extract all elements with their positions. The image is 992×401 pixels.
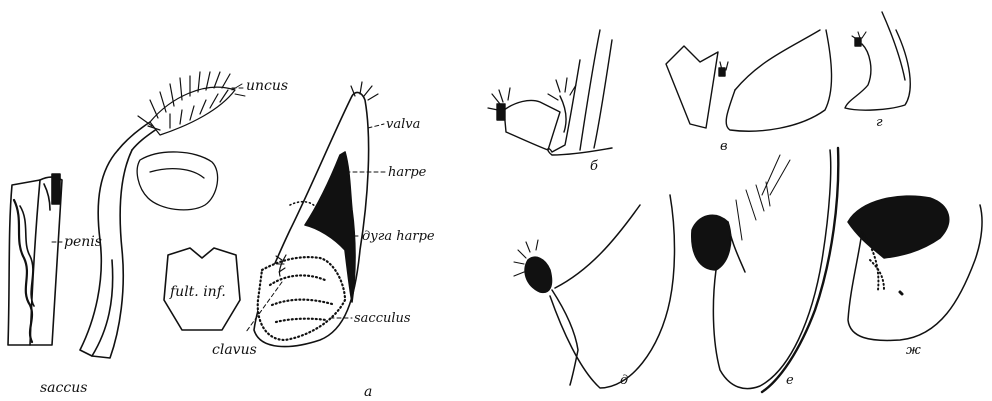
label-harpe: harpe: [388, 165, 427, 180]
label-panel-e: е: [786, 373, 794, 388]
penis-drawing: [8, 174, 62, 345]
tegumen-drawing: [137, 152, 217, 210]
panel-b-drawing: [488, 30, 612, 155]
label-duga-harpe: дуга harpe: [362, 229, 435, 244]
panel-zh-drawing: [848, 196, 982, 340]
label-panel-zh: ж: [906, 343, 921, 358]
label-panel-v: в: [720, 139, 728, 154]
label-valva: valva: [386, 117, 420, 132]
valva-drawing: [254, 82, 378, 347]
label-panel-d: д: [620, 373, 628, 388]
label-panel-a: a: [364, 384, 372, 400]
panel-d-drawing: [514, 195, 675, 388]
label-fultura: fult. inf.: [169, 284, 226, 300]
label-sacculus: sacculus: [354, 311, 411, 326]
label-panel-g: г: [876, 115, 883, 130]
label-panel-b: б: [590, 159, 598, 174]
label-saccus: saccus: [40, 380, 87, 396]
uncus-drawing: [138, 72, 245, 135]
label-uncus: uncus: [246, 78, 288, 94]
label-clavus: clavus: [212, 342, 257, 358]
label-penis: penis: [64, 234, 102, 250]
panel-v-drawing: [666, 30, 832, 131]
panel-g-drawing: [845, 12, 910, 110]
panel-e-drawing: [692, 148, 839, 392]
